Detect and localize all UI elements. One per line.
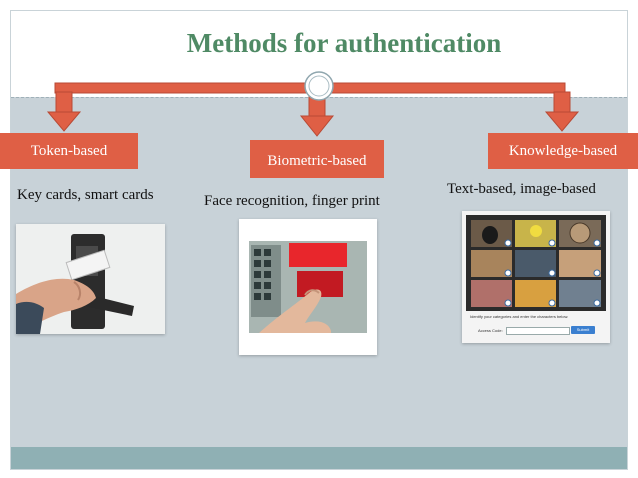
method-desc-token: Key cards, smart cards [17, 187, 154, 203]
fingerprint-illustration [239, 219, 377, 355]
fingerprint-photo [239, 219, 377, 355]
method-box-knowledge: Knowledge-based [488, 133, 638, 169]
arrow-knowledge [544, 91, 580, 132]
page-title: Methods for authentication [186, 28, 502, 58]
hub-circle-icon [304, 71, 334, 101]
captcha-grid [466, 215, 606, 311]
method-box-token: Token-based [0, 133, 138, 169]
captcha-instruction: Identify your categories and enter the c… [470, 314, 569, 319]
captcha-access-input[interactable] [506, 327, 570, 335]
captcha-access-label: Access Code: [478, 328, 503, 333]
method-desc-knowledge: Text-based, image-based [447, 181, 596, 197]
captcha-submit-button[interactable]: Submit [571, 326, 595, 334]
keycard-illustration [16, 224, 165, 334]
keycard-photo [16, 224, 165, 334]
arrow-token [46, 91, 82, 132]
image-captcha-panel: Identify your categories and enter the c… [462, 211, 610, 343]
method-box-biometric: Biometric-based [250, 140, 384, 178]
method-desc-biometric: Face recognition, finger print [204, 193, 380, 209]
footer-band [11, 447, 627, 469]
